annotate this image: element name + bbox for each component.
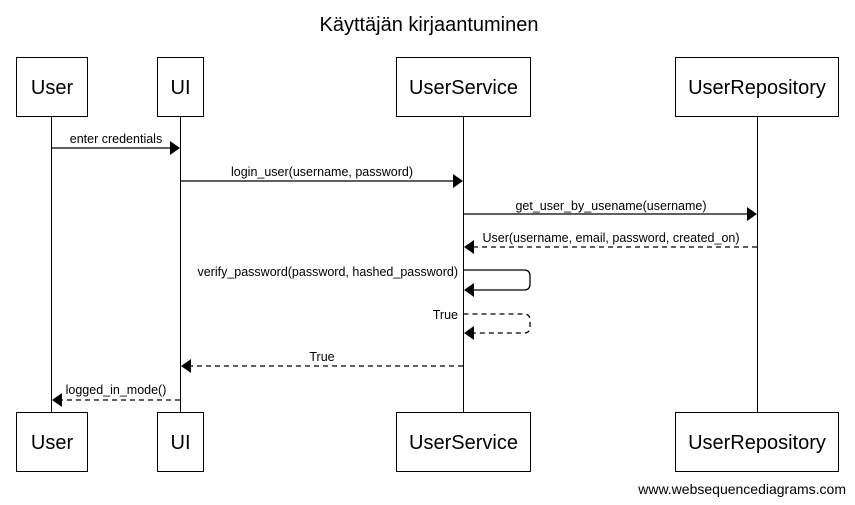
message-true-self-return: True: [433, 308, 531, 340]
participant-userrepository-top: UserRepository: [675, 57, 839, 117]
message-enter-credentials: enter credentials: [51, 132, 180, 155]
participant-label: UI: [171, 432, 191, 454]
message-label: User(username, email, password, created_…: [482, 231, 739, 245]
message-label: True: [309, 350, 334, 364]
participant-ui-top: UI: [157, 57, 204, 117]
message-user-return: User(username, email, password, created_…: [464, 231, 757, 254]
participant-userservice-top: UserService: [396, 57, 531, 117]
message-label: verify_password(password, hashed_passwor…: [197, 265, 458, 279]
participant-label: UI: [171, 77, 191, 99]
message-label: get_user_by_usename(username): [515, 199, 706, 213]
participant-ui-bottom: UI: [157, 412, 204, 472]
message-true-return: True: [181, 350, 463, 373]
message-label: enter credentials: [70, 132, 162, 146]
message-login-user: login_user(username, password): [180, 165, 463, 188]
participant-label: UserService: [409, 432, 518, 454]
message-verify-password: verify_password(password, hashed_passwor…: [197, 265, 531, 297]
participant-user-top: User: [16, 57, 88, 117]
footer-watermark: www.websequencediagrams.com: [637, 481, 846, 497]
participant-userservice-bottom: UserService: [396, 412, 531, 472]
participant-label: UserRepository: [688, 77, 826, 99]
message-label: logged_in_mode(): [66, 383, 167, 397]
participant-label: User: [31, 432, 74, 454]
participant-label: User: [31, 77, 74, 99]
participant-user-bottom: User: [16, 412, 88, 472]
message-get-user-by-username: get_user_by_usename(username): [463, 199, 757, 221]
participant-userrepository-bottom: UserRepository: [675, 412, 839, 472]
message-label: True: [433, 308, 458, 322]
diagram-title: Käyttäjän kirjaantuminen: [319, 14, 538, 36]
participant-label: UserService: [409, 77, 518, 99]
message-label: login_user(username, password): [231, 165, 413, 179]
message-logged-in-mode: logged_in_mode(): [52, 383, 180, 407]
participant-label: UserRepository: [688, 432, 826, 454]
